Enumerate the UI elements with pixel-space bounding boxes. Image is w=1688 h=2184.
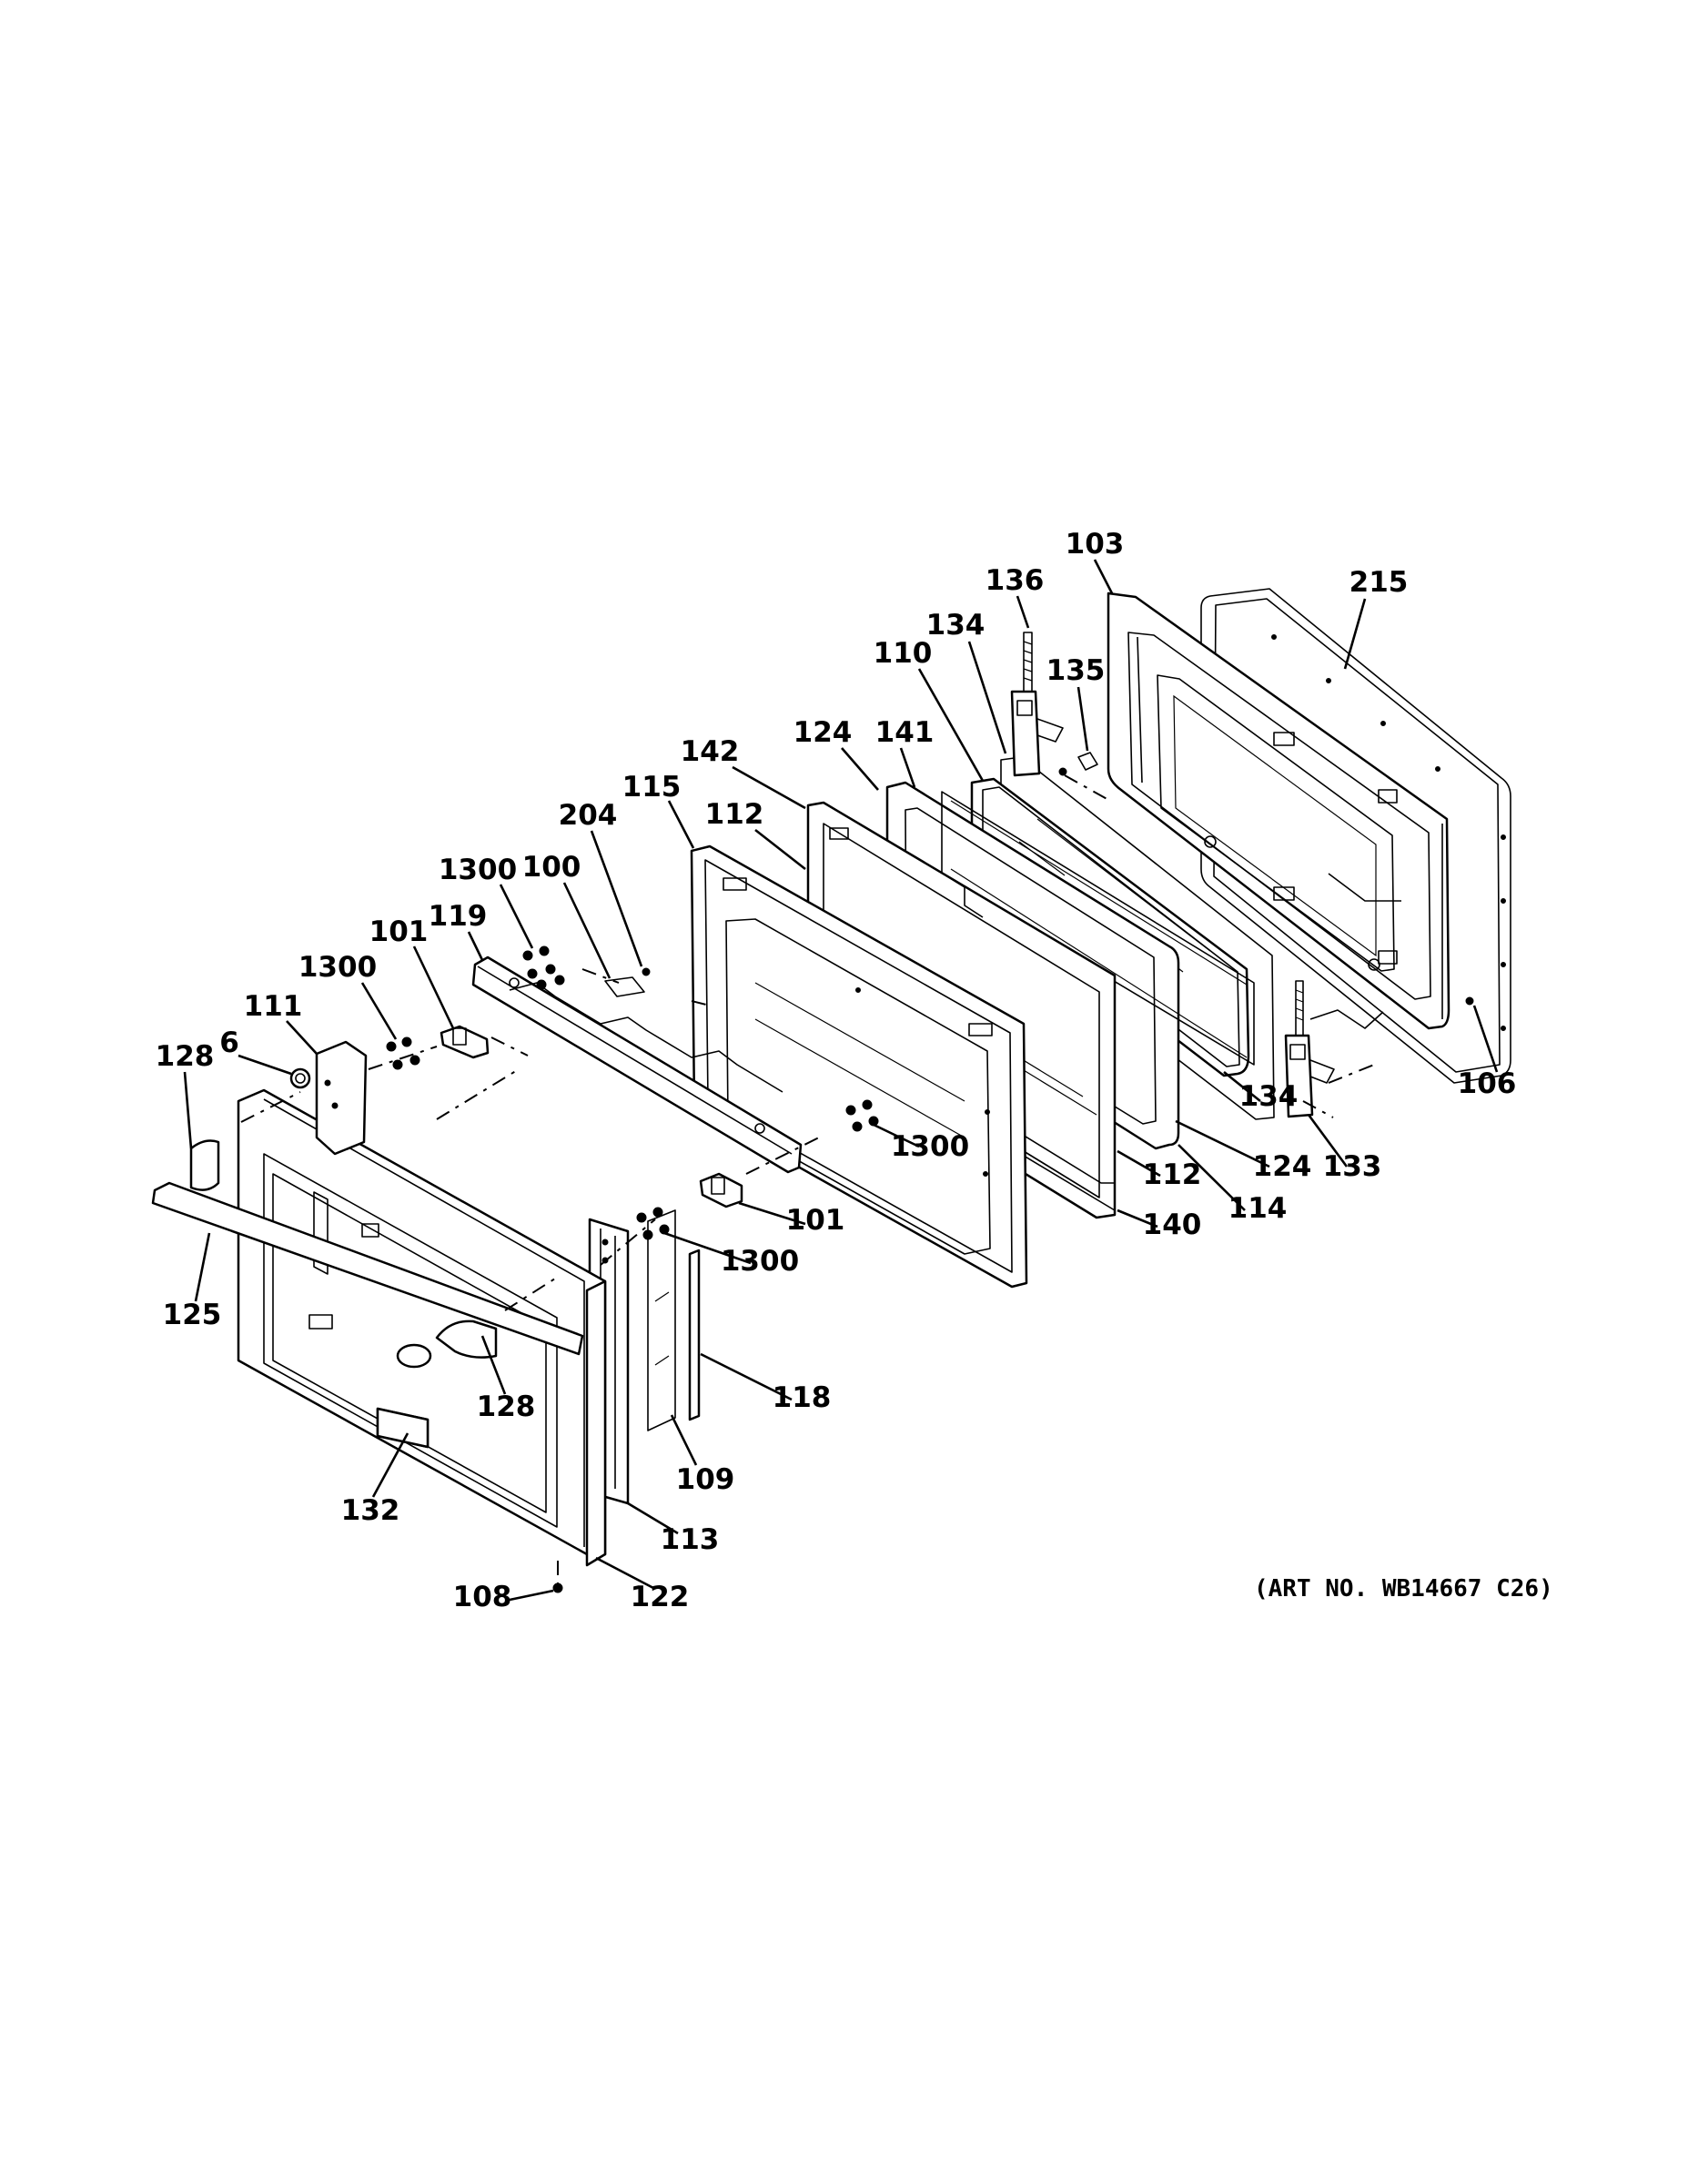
- part-1300-screws-c: [845, 1099, 879, 1132]
- callout-106: 106: [1458, 1067, 1517, 1100]
- part-101-hinge-receiver-left: [440, 1025, 490, 1059]
- part-106-screw: [1465, 996, 1474, 1006]
- part-6-knob: [289, 1067, 311, 1089]
- art-number: (ART NO. WB14667 C26): [1254, 1575, 1553, 1603]
- callout-136: 136: [986, 564, 1045, 597]
- part-135-clip: [1058, 752, 1098, 776]
- callout-1300-d: 1300: [721, 1245, 799, 1278]
- part-111-hinge-plate-left: [315, 1040, 368, 1156]
- callout-110: 110: [874, 637, 933, 670]
- callout-114: 114: [1228, 1192, 1288, 1225]
- callout-132: 132: [341, 1494, 400, 1527]
- callout-135: 135: [1046, 654, 1106, 687]
- callout-112-top: 112: [705, 798, 764, 831]
- part-1300-screws-a: [522, 945, 565, 990]
- callout-113: 113: [661, 1523, 720, 1556]
- callout-204: 204: [559, 799, 618, 832]
- part-118-side-seal: [688, 1249, 701, 1421]
- callout-118: 118: [773, 1381, 832, 1414]
- callout-1300-c: 1300: [891, 1130, 969, 1163]
- callout-122: 122: [631, 1581, 690, 1613]
- part-100-door-bracket: [604, 976, 645, 997]
- callout-101-left: 101: [369, 915, 429, 948]
- callout-134-top: 134: [926, 609, 986, 642]
- part-132-badge: [376, 1407, 430, 1449]
- callout-124-top: 124: [793, 716, 853, 749]
- callout-124-bottom: 124: [1253, 1150, 1312, 1183]
- part-119-door-vent-duct: [471, 956, 803, 1174]
- part-128-handle-mount-left: [189, 1139, 220, 1191]
- callout-134-bottom: 134: [1239, 1080, 1299, 1113]
- callout-140: 140: [1143, 1208, 1202, 1241]
- alignment-lines: [240, 774, 1375, 1583]
- part-1300-screws-d: [636, 1207, 670, 1240]
- callout-111: 111: [244, 990, 303, 1023]
- part-215-door-gasket: [1200, 588, 1511, 1084]
- leader-lines: [183, 559, 1499, 1602]
- callout-133: 133: [1323, 1150, 1382, 1183]
- part-204-screw: [642, 967, 651, 976]
- callout-128-right: 128: [477, 1390, 536, 1423]
- callout-109: 109: [676, 1463, 735, 1496]
- part-136-hinge-left: [1010, 632, 1064, 777]
- callout-115: 115: [622, 771, 682, 804]
- callout-141: 141: [875, 716, 935, 749]
- part-124-glass-pack-top: [941, 791, 1255, 1066]
- callout-128-left: 128: [156, 1040, 215, 1073]
- callout-215: 215: [1349, 566, 1409, 599]
- callout-1300-a: 1300: [439, 854, 517, 886]
- callout-142: 142: [681, 735, 740, 768]
- callout-108: 108: [453, 1581, 512, 1613]
- callout-103: 103: [1066, 528, 1125, 561]
- part-140-insulation: [1000, 1141, 1116, 1215]
- callout-125: 125: [163, 1299, 222, 1331]
- part-109-side-glass: [647, 1209, 676, 1431]
- part-108-screw: [552, 1582, 563, 1593]
- part-103-inner-door-liner: [1107, 592, 1450, 1030]
- callout-119: 119: [429, 900, 488, 933]
- callout-112-bottom: 112: [1143, 1158, 1202, 1191]
- part-125-door-handle: [151, 1181, 584, 1356]
- part-128-handle-mount-right: [396, 1320, 498, 1369]
- callout-100: 100: [522, 851, 581, 884]
- callout-1300-b: 1300: [298, 951, 377, 984]
- callout-101-right: 101: [786, 1204, 845, 1237]
- part-133-hinge-right: [1284, 980, 1335, 1118]
- part-101-hinge-receiver-right: [699, 1172, 743, 1208]
- callout-6: 6: [219, 1026, 239, 1059]
- part-1300-screws-b: [386, 1036, 420, 1070]
